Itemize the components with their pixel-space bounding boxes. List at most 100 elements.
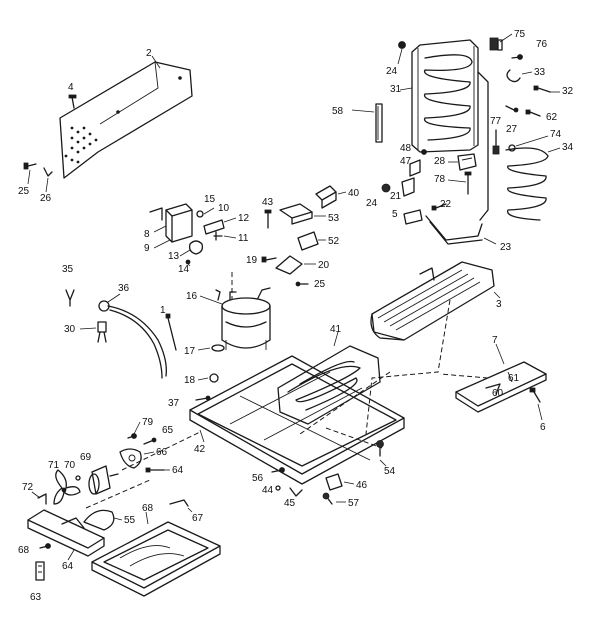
callout-21: 21	[390, 191, 402, 202]
bracket-47: 47	[400, 156, 421, 177]
screw-78: 78	[434, 171, 472, 195]
callout-64b: 68	[18, 545, 30, 556]
clip-75: 75	[489, 29, 526, 51]
callout-65: 65	[162, 425, 174, 436]
callout-1: 1	[160, 305, 166, 316]
installation-lines	[85, 272, 489, 509]
callout-24b: 24	[366, 198, 378, 209]
callout-58: 58	[332, 106, 344, 117]
callout-32: 32	[562, 86, 574, 97]
callout-33: 33	[534, 67, 546, 78]
screw-22: 22	[431, 199, 452, 211]
callout-61: 61	[508, 373, 520, 384]
callout-28: 28	[434, 156, 446, 167]
screw-56: 54	[376, 440, 396, 477]
callout-9: 9	[144, 243, 150, 254]
callout-35: 35	[62, 264, 74, 275]
sleeve-52: 52	[297, 231, 340, 251]
drain-pan-68: 68	[91, 511, 221, 597]
clip-70: 70	[64, 460, 81, 481]
overload-15-10: 15 10	[196, 194, 230, 218]
callout-14: 14	[178, 264, 190, 275]
screw-24-middle: 24	[366, 183, 391, 209]
callout-7: 7	[492, 335, 498, 346]
callout-75: 75	[514, 29, 526, 40]
fan-bracket-63: 64	[27, 509, 105, 572]
callout-54: 63	[30, 592, 42, 603]
callout-24a: 24	[386, 66, 398, 77]
callout-13: 13	[168, 251, 180, 262]
screw-59: 57	[322, 492, 360, 509]
grommet-65: 65	[143, 425, 174, 445]
grommet-17: 17	[184, 344, 225, 357]
screw-1: 1	[160, 305, 177, 351]
clip-46: 45	[284, 487, 303, 509]
spacer-54: 63	[30, 561, 45, 603]
callout-48: 48	[400, 143, 412, 154]
wire-connector-30: 30	[64, 321, 107, 343]
tube-67: 67	[169, 499, 204, 524]
callout-62: 62	[546, 112, 558, 123]
bracket-48: 48	[400, 143, 427, 155]
callout-15: 15	[204, 194, 216, 205]
screw-25-mid: 25	[295, 279, 326, 290]
rear-cover-panel: 2	[59, 48, 193, 179]
callout-17: 17	[184, 346, 196, 357]
pan-assembly-3: 3	[370, 261, 502, 341]
callout-23: 23	[500, 242, 512, 253]
clamp-33: 33	[506, 67, 546, 83]
callout-27: 27	[506, 124, 518, 135]
callout-70: 70	[64, 460, 76, 471]
callout-36: 36	[118, 283, 130, 294]
tube-77: 77	[490, 116, 502, 155]
base-frame-42: 42	[189, 355, 405, 485]
callout-19: 19	[246, 255, 258, 266]
callout-72: 72	[22, 482, 34, 493]
screw-62: 62	[525, 109, 558, 123]
callout-78: 78	[434, 174, 446, 185]
screw-79: 79	[127, 417, 154, 439]
roller-57: 46	[325, 473, 368, 491]
callout-41: 41	[330, 324, 342, 335]
callout-8: 8	[144, 229, 150, 240]
callout-42: 42	[194, 444, 206, 455]
fan-motor-69: 69	[80, 452, 119, 495]
callout-52: 52	[328, 236, 340, 247]
callout-59: 57	[348, 498, 360, 509]
callout-26: 26	[40, 193, 52, 204]
callout-60: 60	[492, 388, 504, 399]
callout-16: 16	[186, 291, 198, 302]
callout-40: 40	[348, 188, 360, 199]
screw-64-top: 64	[145, 465, 184, 476]
shroud-55: 55	[83, 509, 136, 531]
clip-35: 35	[62, 264, 75, 307]
screw-44: 56	[252, 467, 285, 484]
callout-57: 46	[356, 480, 368, 491]
callout-76: 76	[536, 39, 548, 50]
sleeve-18: 18	[184, 373, 219, 386]
callout-43: 43	[262, 197, 274, 208]
callout-5: 5	[392, 209, 398, 220]
callout-64a: 64	[172, 465, 184, 476]
clamp-20: 20	[275, 255, 330, 275]
retainer-strip-58: 58	[332, 103, 383, 143]
callout-30: 30	[64, 324, 76, 335]
callout-44: 56	[252, 473, 264, 484]
defrost-coil-41: 41	[277, 324, 381, 425]
screw-37: 37	[168, 395, 211, 409]
screw-25-and-clip-26: 25 26	[18, 162, 53, 204]
relay-start-device: 8 9	[144, 203, 193, 254]
callout-25a: 25	[18, 186, 30, 197]
callout-12: 12	[238, 213, 250, 224]
callout-69: 69	[80, 452, 92, 463]
callout-67: 67	[192, 513, 204, 524]
callout-71: 71	[48, 460, 60, 471]
callout-4: 4	[68, 82, 74, 93]
bracket-13-14: 13 14	[168, 240, 204, 275]
callout-66: 66	[156, 447, 168, 458]
power-cord-36: 36	[98, 283, 167, 379]
screw-76: 76	[511, 39, 548, 60]
callout-79: 79	[142, 417, 154, 428]
clip-11: 11	[213, 231, 249, 244]
callout-3: 3	[496, 299, 502, 310]
